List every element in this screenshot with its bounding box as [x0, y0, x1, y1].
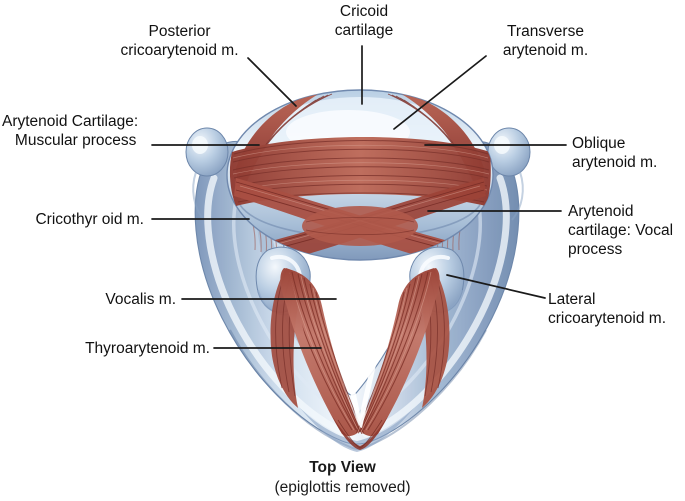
leader-lines [151, 45, 567, 349]
superior-horn-right [487, 127, 531, 221]
superior-horn-left [185, 127, 229, 221]
leader-transverse-arytenoid [393, 55, 487, 130]
leader-lateral-cricoarytenoid [446, 274, 546, 299]
caption-title: Top View [309, 459, 376, 476]
label-arytenoid-cartilage-vocal-process: Arytenoid cartilage: Vocal process [568, 203, 674, 258]
label-thyroarytenoid: Thyroarytenoid m. [85, 340, 210, 357]
thyroarytenoid-vocalis-complex [280, 268, 440, 450]
label-vocalis: Vocalis m. [105, 291, 176, 308]
arytenoid-muscle-group [229, 92, 491, 260]
leader-posterior-cricoarytenoid [247, 57, 297, 107]
label-posterior-cricoarytenoid: Posterior cricoarytenoid m. [120, 23, 239, 59]
caption-subtitle: (epiglottis removed) [274, 479, 411, 496]
label-oblique-arytenoid: Oblique arytenoid m. [572, 135, 658, 171]
oblique-arytenoid-muscle [234, 178, 486, 260]
label-arytenoid-cartilage-muscular-process: Arytenoid Cartilage: Muscular process [2, 113, 139, 149]
label-transverse-arytenoid: Transverse arytenoid m. [502, 23, 589, 59]
label-lateral-cricoarytenoid: Lateral cricoarytenoid m. [548, 291, 667, 327]
label-cricoid-cartilage: Cricoid cartilage [334, 3, 394, 39]
label-cricothyroid: Cricothyr oid m. [35, 211, 144, 228]
